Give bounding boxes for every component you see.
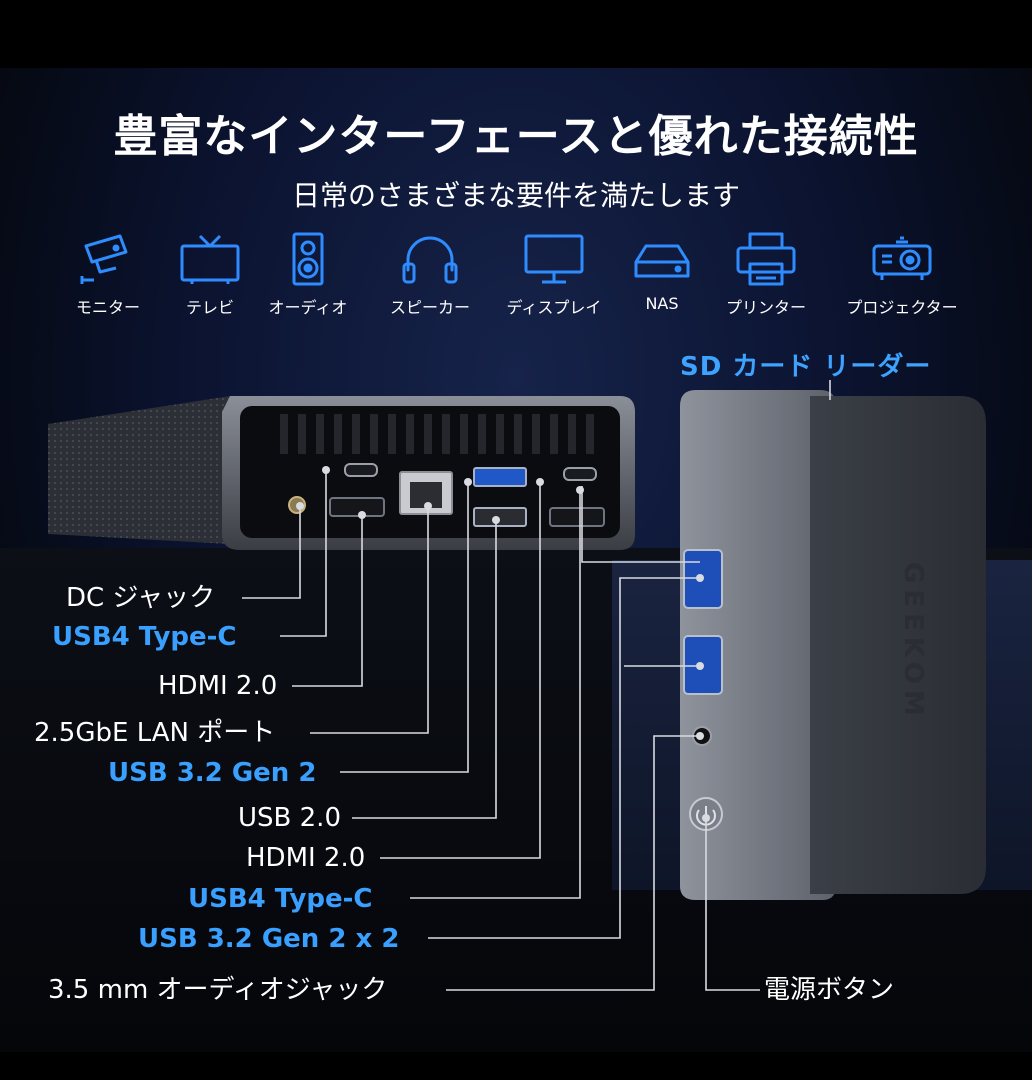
audio-speaker-icon (292, 232, 324, 286)
port-label-usb-2-0: USB 2.0 (238, 803, 341, 833)
top-band (0, 0, 1032, 68)
device-label-monitor: モニター (75, 298, 140, 317)
device-label-nas: NAS (645, 294, 679, 313)
device-label-printer: プリンター (725, 298, 806, 317)
port-label-usb-3-2-gen2x2: USB 3.2 Gen 2 x 2 (138, 924, 400, 954)
hdmi-port-2 (549, 507, 605, 527)
device-item-audio: オーディオ (248, 232, 368, 318)
port-label-audio-jack: 3.5 mm オーディオジャック (48, 975, 388, 1005)
usb-3-2-gen2-port (473, 467, 527, 487)
usb4-type-c-port-1 (344, 463, 378, 477)
device-item-printer: プリンター (706, 232, 826, 318)
port-label-dc-jack: DC ジャック (66, 583, 216, 613)
device-item-tv: テレビ (150, 232, 270, 318)
device-label-projector: プロジェクター (846, 298, 958, 317)
usb-2-0-port (473, 507, 527, 527)
bottom-band (0, 1052, 1032, 1080)
page-subtitle: 日常のさまざまな要件を満たします (291, 179, 740, 212)
port-label-power-button: 電源ボタン (764, 975, 895, 1005)
brand-logo: GEEKOM (898, 562, 928, 722)
display-icon (524, 234, 584, 284)
port-label-usb-3-2-gen2: USB 3.2 Gen 2 (108, 758, 317, 788)
device-item-nas: NAS (602, 232, 722, 313)
device-item-speaker: スピーカー (370, 232, 490, 318)
page-title: 豊富なインターフェースと優れた接続性 (113, 111, 919, 162)
device-item-projector: プロジェクター (842, 232, 962, 318)
headphones-icon (402, 236, 458, 284)
device-label-tv: テレビ (185, 298, 234, 317)
mini-pc-front-view: GEEKOM (680, 390, 986, 900)
printer-icon (736, 232, 796, 286)
device-label-audio: オーディオ (268, 298, 348, 317)
port-label-lan: 2.5GbE LAN ポート (34, 718, 276, 748)
port-label-usb4-type-c-2: USB4 Type-C (188, 884, 373, 914)
port-label-hdmi-2: HDMI 2.0 (246, 843, 366, 873)
projector-icon (872, 236, 932, 280)
port-label-usb4-type-c-1: USB4 Type-C (52, 622, 237, 652)
device-label-display: ディスプレイ (506, 298, 602, 317)
sd-card-reader-label: SD カード リーダー (680, 352, 932, 382)
device-item-monitor: モニター (48, 232, 168, 318)
device-label-speaker: スピーカー (389, 298, 470, 317)
cctv-monitor-icon (80, 234, 128, 284)
tv-icon (180, 234, 240, 284)
usb4-type-c-port-2 (563, 467, 597, 481)
device-item-display: ディスプレイ (494, 232, 614, 318)
nas-icon (634, 244, 690, 278)
port-label-hdmi-1: HDMI 2.0 (158, 671, 278, 701)
hdmi-port-1 (329, 497, 385, 517)
